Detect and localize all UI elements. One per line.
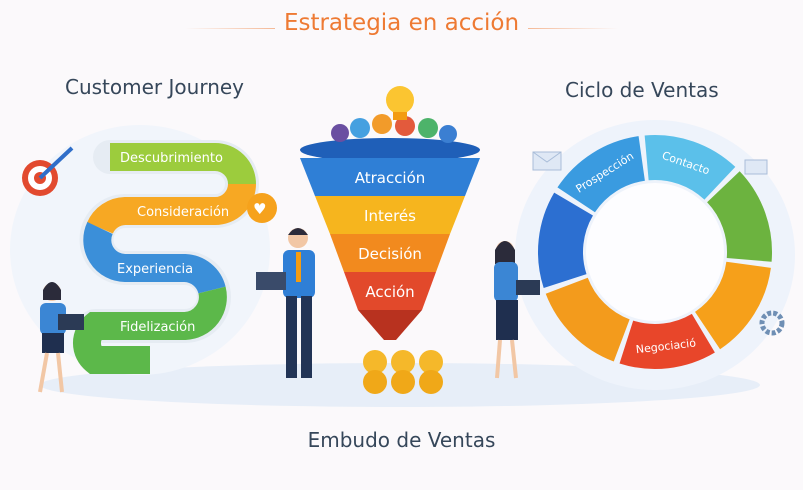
person-woman-right (494, 241, 540, 379)
cycle-segment (619, 313, 715, 370)
funnel-stage (300, 158, 480, 196)
funnel-stage-label: Acción (365, 283, 414, 301)
funnel-stage (344, 272, 436, 310)
person-man-center (256, 228, 315, 378)
person-woman-left (38, 282, 84, 393)
journey-step-label: Experiencia (117, 262, 193, 277)
funnel-stage-label: Decisión (358, 245, 422, 263)
laptop-icon (58, 314, 84, 330)
cycle-segment (538, 192, 593, 289)
funnel-stage (330, 234, 450, 272)
funnel-stage-label: Interés (364, 207, 416, 225)
funnel-stage-label: Atracción (355, 169, 426, 187)
cycle-segment (695, 261, 771, 350)
cycle-title: Ciclo de Ventas (565, 78, 719, 102)
journey-title: Customer Journey (65, 75, 245, 99)
cycle-segment (644, 135, 736, 200)
page-title: Estrategia en acción (283, 10, 520, 36)
crowd-icon (331, 114, 457, 143)
envelope-icon (532, 151, 562, 171)
cycle-center (586, 183, 724, 321)
heart-chat-icon: ♥ (247, 193, 277, 223)
cycle-segment (707, 171, 773, 262)
gear-icon (759, 310, 785, 336)
sales-funnel (300, 86, 480, 162)
envelope-icon (744, 159, 768, 175)
coins-icon (363, 350, 443, 394)
journey-step-label: Fidelización (120, 320, 195, 335)
cycle-segment (557, 136, 645, 213)
journey-step-label: Consideración (137, 205, 229, 220)
lightbulb-icon (386, 86, 414, 120)
cycle-segment (545, 277, 630, 362)
target-icon (22, 146, 74, 196)
funnel-stage (315, 196, 465, 234)
journey-ribbon (73, 140, 259, 374)
funnel-title: Embudo de Ventas (307, 428, 496, 452)
funnel-tip (358, 310, 422, 340)
laptop-icon (516, 280, 540, 295)
svg-text:♥: ♥ (253, 200, 266, 218)
journey-step-label: Descubrimiento (120, 151, 223, 166)
title-divider-left (185, 28, 275, 29)
laptop-icon (256, 272, 286, 290)
